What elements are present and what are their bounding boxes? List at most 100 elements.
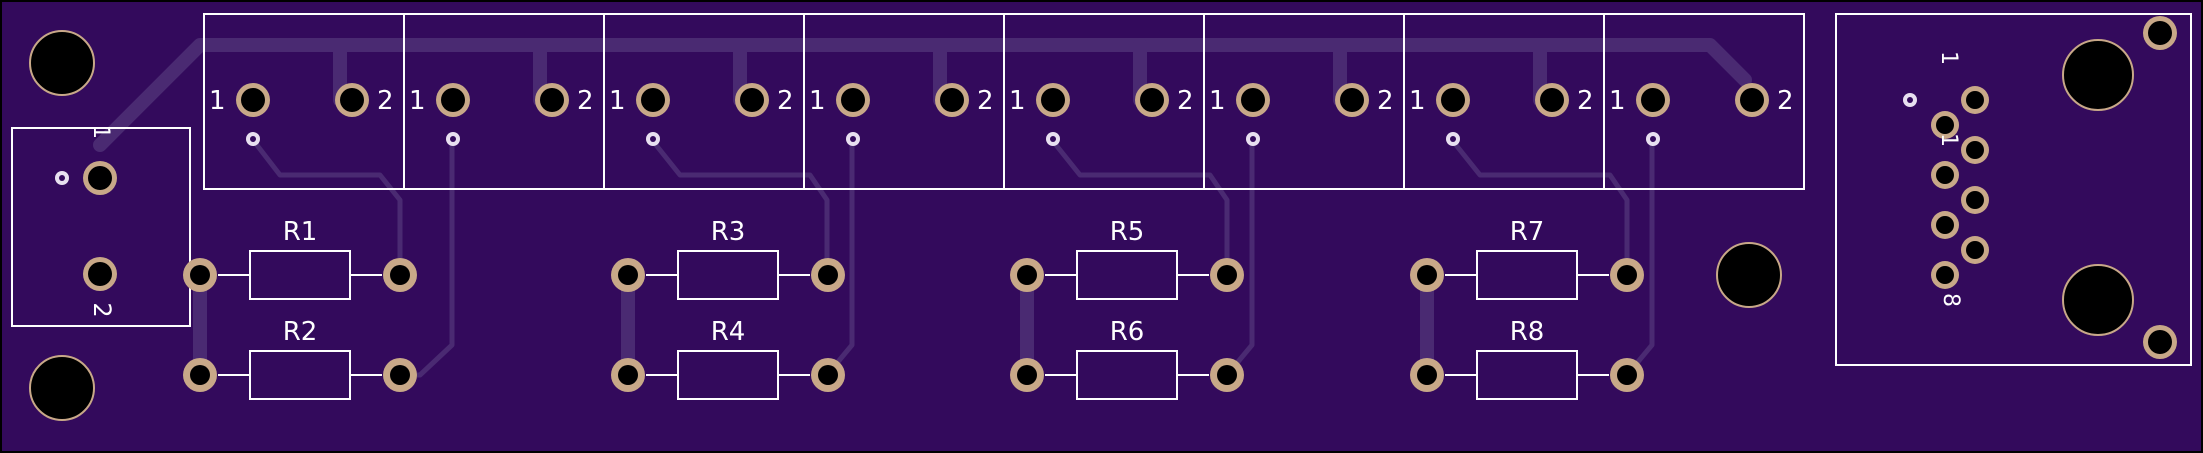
pad-hole — [190, 265, 210, 285]
connectors-layer: 12ʃ12ʃ12ʃ12ʃ12ʃ12ʃ12ʃ12ʃ — [209, 83, 1794, 146]
power-pin2-label: 2 — [88, 302, 116, 317]
pad-hole — [618, 265, 638, 285]
connector-pin1-label: 1 — [1009, 86, 1026, 116]
resistor-body — [1076, 250, 1178, 300]
connector-pin2-label: 2 — [1577, 86, 1594, 116]
pad-hole — [1936, 166, 1954, 184]
pad-hole — [618, 365, 638, 385]
mounting-hole — [1716, 242, 1782, 308]
resistor-r2: R2 — [183, 317, 417, 400]
pad-hole — [1241, 88, 1265, 112]
rj45-shield-hole — [2062, 264, 2134, 336]
connector-pin1-label: 1 — [209, 86, 226, 116]
sig-trace-1 — [250, 137, 403, 278]
connector-pin2-label: 2 — [377, 86, 394, 116]
pad-hole — [1641, 88, 1665, 112]
via-hole — [59, 175, 65, 181]
connector-3: 12ʃ — [609, 83, 794, 146]
via-hole — [1050, 136, 1056, 142]
power-connector: 1 2 — [55, 125, 117, 318]
pad-hole — [1340, 88, 1364, 112]
mounting-hole — [29, 355, 95, 421]
power-pin1-label: 1 — [88, 125, 113, 139]
connector-7: 12ʃ — [1409, 83, 1594, 146]
via-hole — [1450, 136, 1456, 142]
pad-hole — [841, 88, 865, 112]
pad-hole — [1617, 365, 1637, 385]
sig-trace-5 — [1049, 137, 1230, 278]
connector-2: 12ʃ — [409, 83, 594, 146]
rj45-pin-mid-label: 1 — [1936, 133, 1961, 147]
resistor-body — [677, 250, 779, 300]
pad-hole — [340, 88, 364, 112]
connector-pin2-label: 2 — [1377, 86, 1394, 116]
resistor-body — [249, 350, 351, 400]
resistor-label: R6 — [1110, 317, 1145, 347]
pad-hole — [540, 88, 564, 112]
via-hole — [250, 136, 256, 142]
rj45-shield-pad-hole — [2148, 21, 2172, 45]
pad-hole — [1740, 88, 1764, 112]
connector-pin2-label: 2 — [1177, 86, 1194, 116]
mounting-hole — [29, 30, 95, 96]
sig-trace-3 — [649, 137, 830, 278]
resistor-label: R1 — [283, 217, 318, 247]
pad-hole — [241, 88, 265, 112]
via-hole — [450, 136, 456, 142]
pad-hole — [190, 365, 210, 385]
pad-hole — [818, 365, 838, 385]
resistor-r8: R8 — [1410, 317, 1644, 400]
resistor-label: R4 — [711, 317, 746, 347]
resistor-label: R3 — [711, 217, 746, 247]
resistor-label: R2 — [283, 317, 318, 347]
pad-hole — [390, 365, 410, 385]
pad-hole — [1417, 365, 1437, 385]
connector-5: 12ʃ — [1009, 83, 1194, 146]
power-connector-outline — [11, 127, 191, 327]
connector-4: 12ʃ — [809, 83, 994, 146]
rj45-pin1-label: 1 — [1936, 51, 1961, 65]
via-hole — [650, 136, 656, 142]
pad-hole — [818, 265, 838, 285]
pad-hole — [1936, 266, 1954, 284]
connector-pin2-label: 2 — [577, 86, 594, 116]
rj45-shield-hole — [2062, 39, 2134, 111]
rj45-jack: 1 1 8 — [1903, 16, 2177, 359]
pad-hole — [1936, 116, 1954, 134]
pad-hole — [1540, 88, 1564, 112]
pad-hole — [88, 166, 112, 190]
connector-pin1-label: 1 — [809, 86, 826, 116]
resistor-r6: R6 — [1010, 317, 1244, 400]
pad-hole — [1966, 191, 1984, 209]
resistor-r4: R4 — [611, 317, 845, 400]
resistor-r3: R3 — [611, 217, 845, 300]
connector-pin2-label: 2 — [977, 86, 994, 116]
pad-hole — [641, 88, 665, 112]
pad-hole — [1217, 265, 1237, 285]
connector-pin2-label: 2 — [1777, 86, 1794, 116]
rj45-pins — [1931, 86, 1989, 289]
resistor-body — [677, 350, 779, 400]
pad-hole — [1017, 265, 1037, 285]
resistor-body — [1476, 250, 1578, 300]
connector-pin1-label: 1 — [1609, 86, 1626, 116]
pad-hole — [1441, 88, 1465, 112]
pad-hole — [1966, 141, 1984, 159]
resistor-label: R8 — [1510, 317, 1545, 347]
rj45-shield-pad-hole — [2148, 330, 2172, 354]
pad-hole — [1140, 88, 1164, 112]
resistor-r1: R1 — [183, 217, 417, 300]
pad-hole — [940, 88, 964, 112]
via-hole — [850, 136, 856, 142]
sig-trace-7 — [1449, 137, 1630, 278]
pad-hole — [390, 265, 410, 285]
via-hole — [1907, 97, 1913, 103]
pad-hole — [1417, 265, 1437, 285]
pad-hole — [1017, 365, 1037, 385]
pad-hole — [441, 88, 465, 112]
rj45-pin8-label: 8 — [1938, 293, 1963, 307]
resistor-label: R7 — [1510, 217, 1545, 247]
connector-pin1-label: 1 — [609, 86, 626, 116]
